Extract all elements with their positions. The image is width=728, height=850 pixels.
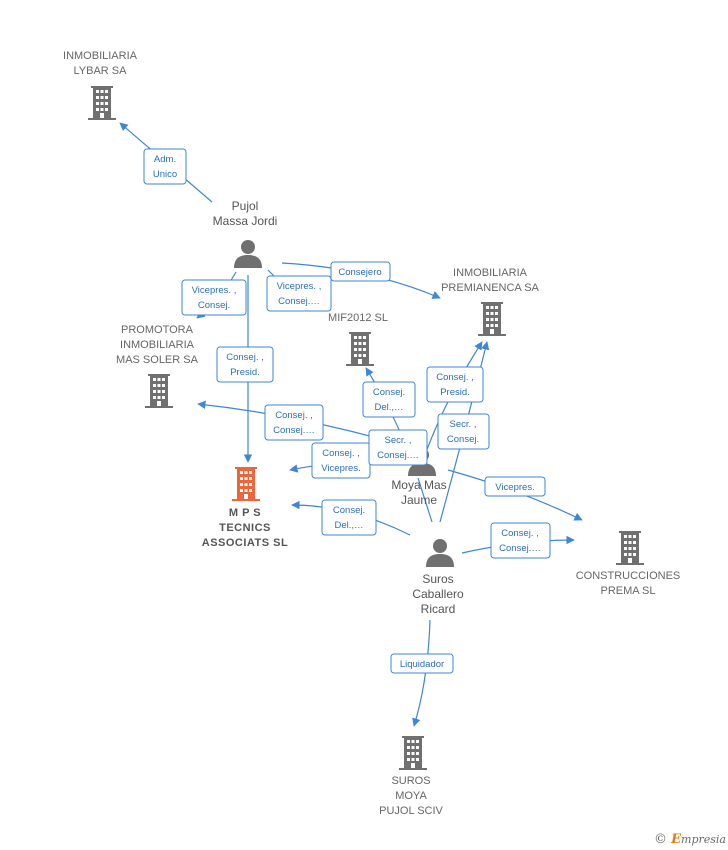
rel-moya-self-line-1: Secr. , xyxy=(385,435,412,446)
building-icon xyxy=(145,374,173,408)
rel-pujol-mps-line-2: Presid. xyxy=(230,367,260,378)
rel-pujol-mps[interactable]: Consej. , Presid. xyxy=(216,346,274,383)
brand-name: mpresia xyxy=(681,833,726,846)
rel-moya-self[interactable]: Secr. , Consej.… xyxy=(368,429,428,466)
node-lybar-line-1: INMOBILIARIA xyxy=(63,50,138,62)
rel-pujol-lybar-line-2: Unico xyxy=(153,169,177,180)
rel-pujol-lybar-line-1: Adm. xyxy=(154,154,176,165)
node-premianenca-line-2: PREMIANENCA SA xyxy=(441,282,539,294)
rel-suros-premianenca-line-2: Consej. xyxy=(447,434,479,445)
rel-suros-premianenca-line-1: Secr. , xyxy=(450,419,477,430)
rel-moya-mif-line-1: Consej. xyxy=(373,387,405,398)
node-lybar[interactable]: INMOBILIARIA LYBAR SA xyxy=(63,50,138,120)
node-mif2012-line-1: MIF2012 SL xyxy=(328,312,388,324)
node-pujol-line-2: Massa Jordi xyxy=(213,214,278,228)
brand-initial: E xyxy=(671,832,682,847)
rel-moya-premianenca-line-1: Consej. , xyxy=(436,372,474,383)
person-icon xyxy=(426,539,454,567)
edge-suros-moya xyxy=(417,477,433,523)
node-lybar-line-2: LYBAR SA xyxy=(74,65,128,77)
node-moya[interactable]: Moya Mas Jaume xyxy=(391,448,447,507)
rel-moya-mif-line-2: Del.,… xyxy=(374,402,403,413)
rel-moya-mif[interactable]: Consej. Del.,… xyxy=(362,381,416,418)
building-icon xyxy=(232,467,260,501)
nodes: INMOBILIARIA LYBAR SA Pujol Massa Jordi … xyxy=(63,50,680,817)
node-construcciones-line-2: PREMA SL xyxy=(600,585,655,597)
rel-pujol-mif-line-2: Consej.… xyxy=(278,296,320,307)
node-pujol[interactable]: Pujol Massa Jordi xyxy=(213,199,278,268)
rel-pujol-premianenca[interactable]: Consejero xyxy=(330,261,391,282)
edge-suros-surosmoya xyxy=(412,619,431,727)
rel-suros-premianenca[interactable]: Secr. , Consej. xyxy=(437,413,490,450)
rel-moya-mps[interactable]: Consej. , Vicepres. xyxy=(311,442,371,479)
node-mps[interactable]: M P S TECNICS ASSOCIATS SL xyxy=(202,467,288,549)
rel-pujol-promotora[interactable]: Vicepres. , Consej. xyxy=(181,279,247,316)
building-icon xyxy=(399,736,427,770)
rel-pujol-mif[interactable]: Vicepres. , Consej.… xyxy=(266,275,332,312)
node-suros-moya-line-3: PUJOL SCIV xyxy=(379,805,443,817)
rel-suros-mps-line-1: Consej. xyxy=(333,505,365,516)
rel-moya-self-line-2: Consej.… xyxy=(377,450,419,461)
rel-moya-mps-line-1: Consej. , xyxy=(322,448,360,459)
rel-pujol-premianenca-line-1: Consejero xyxy=(338,267,381,278)
node-promotora-line-3: MAS SOLER SA xyxy=(116,354,199,366)
node-suros-moya-line-2: MOYA xyxy=(395,790,427,802)
node-promotora-line-1: PROMOTORA xyxy=(121,324,194,336)
rel-suros-surosmoya-line-1: Liquidador xyxy=(400,659,444,670)
edges xyxy=(119,122,583,727)
node-moya-line-2: Jaume xyxy=(401,493,437,507)
node-mps-line-2: TECNICS xyxy=(219,522,271,534)
node-promotora-line-2: INMOBILIARIA xyxy=(120,339,195,351)
rel-suros-mps-line-2: Del.,… xyxy=(334,520,363,531)
rel-moya-mps-line-2: Vicepres. xyxy=(321,463,360,474)
person-icon xyxy=(234,240,262,268)
rel-pujol-promotora-line-2: Consej. xyxy=(198,300,230,311)
rel-suros-construcciones-line-2: Consej.… xyxy=(499,543,541,554)
rel-moya-promotora-line-1: Consej. , xyxy=(275,410,313,421)
rel-moya-construcciones[interactable]: Vicepres. xyxy=(484,476,546,497)
node-construcciones-line-1: CONSTRUCCIONES xyxy=(576,570,681,582)
rel-moya-promotora-line-2: Consej.… xyxy=(273,425,315,436)
node-suros-line-2: Caballero xyxy=(412,587,464,601)
node-pujol-line-1: Pujol xyxy=(232,199,259,213)
building-icon xyxy=(346,332,374,366)
rel-suros-mps[interactable]: Consej. Del.,… xyxy=(321,499,377,536)
relation-labels: Adm. Unico Consejero Vicepres. , Consej.… xyxy=(143,148,551,674)
node-suros-moya-line-1: SUROS xyxy=(391,775,430,787)
rel-pujol-lybar[interactable]: Adm. Unico xyxy=(143,148,187,185)
building-icon xyxy=(616,531,644,565)
node-mps-line-3: ASSOCIATS SL xyxy=(202,537,288,549)
rel-suros-construcciones[interactable]: Consej. , Consej.… xyxy=(490,522,551,559)
node-suros[interactable]: Suros Caballero Ricard xyxy=(412,539,464,616)
rel-pujol-mps-line-1: Consej. , xyxy=(226,352,264,363)
node-suros-line-1: Suros xyxy=(422,572,453,586)
node-suros-line-3: Ricard xyxy=(421,602,456,616)
copyright-icon: © xyxy=(653,832,667,847)
node-premianenca-line-1: INMOBILIARIA xyxy=(453,267,528,279)
rel-pujol-promotora-line-1: Vicepres. , xyxy=(192,285,237,296)
node-mps-line-1: M P S xyxy=(229,507,261,519)
node-suros-moya[interactable]: SUROS MOYA PUJOL SCIV xyxy=(379,736,444,817)
rel-suros-construcciones-line-1: Consej. , xyxy=(501,528,539,539)
rel-moya-premianenca-line-2: Presid. xyxy=(440,387,470,398)
node-construcciones[interactable]: CONSTRUCCIONES PREMA SL xyxy=(576,531,681,597)
node-moya-line-1: Moya Mas xyxy=(391,478,446,492)
node-mif2012[interactable]: MIF2012 SL xyxy=(328,312,388,366)
node-premianenca[interactable]: INMOBILIARIA PREMIANENCA SA xyxy=(441,267,540,336)
rel-suros-surosmoya[interactable]: Liquidador xyxy=(390,653,454,674)
brand-logo[interactable]: © Empresia xyxy=(654,832,726,847)
rel-pujol-mif-line-1: Vicepres. , xyxy=(277,281,322,292)
rel-moya-construcciones-line-1: Vicepres. xyxy=(495,482,534,493)
node-promotora[interactable]: PROMOTORA INMOBILIARIA MAS SOLER SA xyxy=(116,324,199,408)
rel-moya-premianenca[interactable]: Consej. , Presid. xyxy=(426,366,484,403)
building-icon xyxy=(88,86,116,120)
building-icon xyxy=(478,302,506,336)
rel-moya-promotora[interactable]: Consej. , Consej.… xyxy=(264,404,324,441)
